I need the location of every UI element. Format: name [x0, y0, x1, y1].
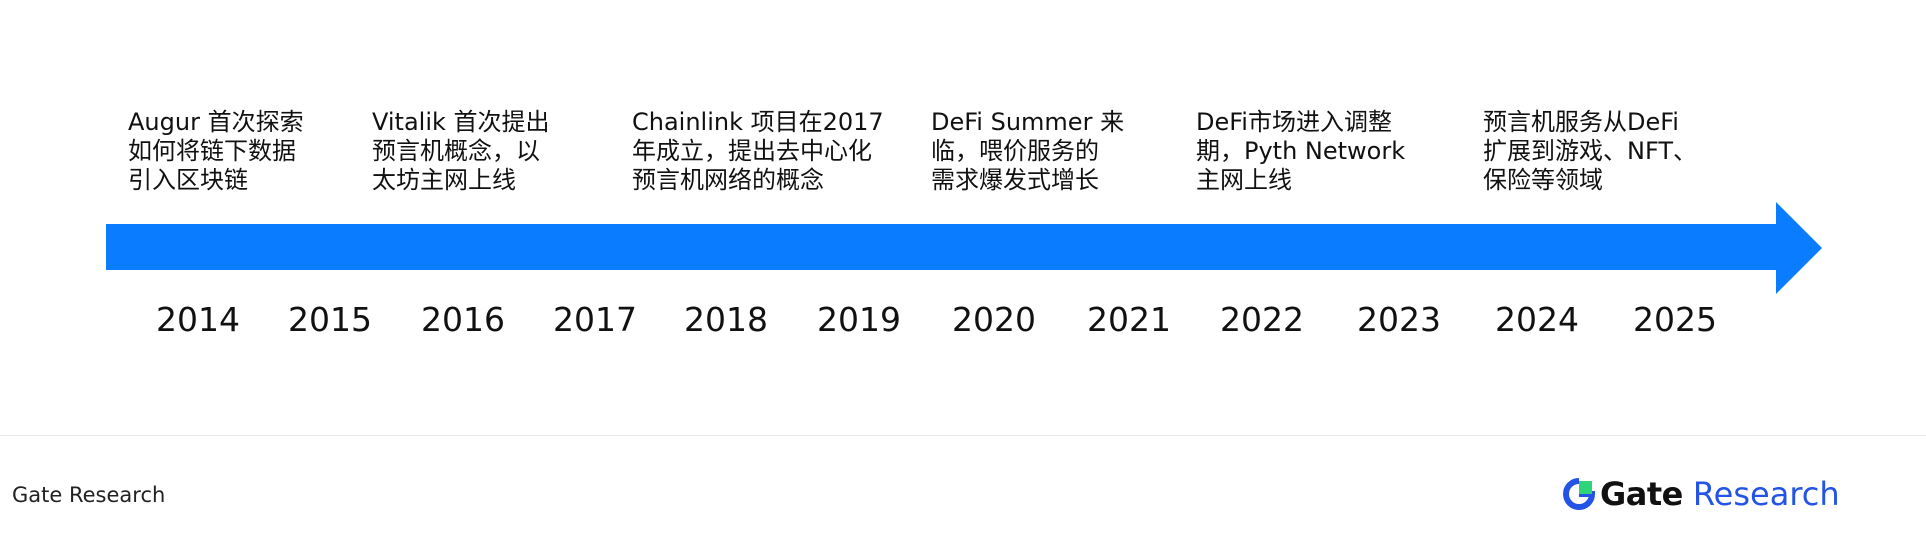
event-label-defi-summer: DeFi Summer 来 临，喂价服务的 需求爆发式增长: [931, 108, 1125, 194]
brand-name: Gate: [1600, 475, 1683, 513]
year-label-2017: 2017: [553, 300, 637, 339]
year-label-2022: 2022: [1220, 300, 1304, 339]
year-label-2023: 2023: [1357, 300, 1441, 339]
year-label-2019: 2019: [817, 300, 901, 339]
event-label-augur: Augur 首次探索 如何将链下数据 引入区块链: [128, 108, 304, 194]
year-label-2025: 2025: [1633, 300, 1717, 339]
timeline-arrow: [106, 202, 1822, 294]
year-label-2021: 2021: [1087, 300, 1171, 339]
brand-logo: Gate Research: [1562, 474, 1840, 514]
event-label-oracle-expansion: 预言机服务从DeFi 扩展到游戏、NFT、 保险等领域: [1483, 108, 1697, 194]
year-label-2015: 2015: [288, 300, 372, 339]
year-label-2020: 2020: [952, 300, 1036, 339]
event-label-defi-adjustment: DeFi市场进入调整 期，Pyth Network 主网上线: [1196, 108, 1406, 194]
year-label-2014: 2014: [156, 300, 240, 339]
footer-source-label: Gate Research: [12, 483, 166, 507]
year-label-2018: 2018: [684, 300, 768, 339]
timeline-arrow-shape: [106, 202, 1822, 294]
year-label-2024: 2024: [1495, 300, 1579, 339]
event-label-chainlink: Chainlink 项目在2017 年成立，提出去中心化 预言机网络的概念: [632, 108, 884, 194]
footer-divider: [0, 435, 1926, 436]
year-label-2016: 2016: [421, 300, 505, 339]
brand-subtitle: Research: [1692, 475, 1840, 513]
event-label-vitalik: Vitalik 首次提出 预言机概念，以 太坊主网上线: [372, 108, 550, 194]
gate-logo-icon: [1563, 478, 1596, 510]
